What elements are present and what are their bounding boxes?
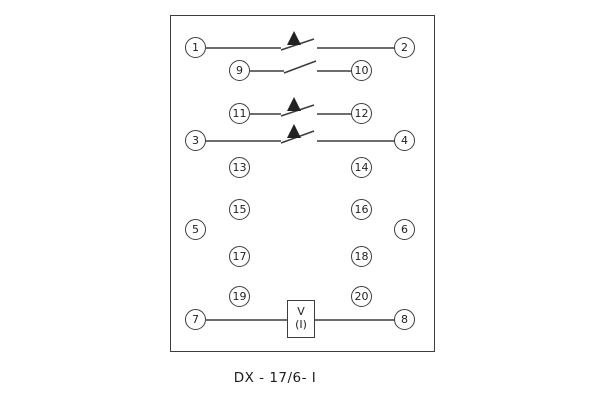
contact-9-10 — [250, 60, 352, 74]
terminal-6: 6 — [394, 219, 415, 240]
contact-1-2 — [206, 31, 395, 51]
terminal-20: 20 — [351, 286, 372, 307]
terminal-18: 18 — [351, 246, 372, 267]
terminal-12: 12 — [351, 103, 372, 124]
voltage-coil-box: V (I) — [287, 300, 315, 338]
terminal-10: 10 — [351, 60, 372, 81]
contact-arrow-icon — [287, 97, 301, 111]
terminal-16: 16 — [351, 199, 372, 220]
terminal-11: 11 — [229, 103, 250, 124]
terminal-19: 19 — [229, 286, 250, 307]
contact-11-12 — [250, 97, 352, 117]
model-caption: DX - 17/6- I — [233, 370, 317, 386]
terminal-13: 13 — [229, 157, 250, 178]
terminal-1: 1 — [185, 37, 206, 58]
contact-arrow-icon — [287, 124, 301, 138]
contact-arrow-icon — [287, 31, 301, 45]
terminal-14: 14 — [351, 157, 372, 178]
terminal-5: 5 — [185, 219, 206, 240]
terminal-15: 15 — [229, 199, 250, 220]
terminal-4: 4 — [394, 130, 415, 151]
terminal-2: 2 — [394, 37, 415, 58]
terminal-3: 3 — [185, 130, 206, 151]
terminal-7: 7 — [185, 309, 206, 330]
terminal-17: 17 — [229, 246, 250, 267]
coil-label-line1: V — [297, 305, 305, 319]
coil-label-line2: (I) — [295, 318, 307, 331]
terminal-8: 8 — [394, 309, 415, 330]
contact-3-4 — [206, 124, 395, 144]
terminal-9: 9 — [229, 60, 250, 81]
relay-outline-box — [170, 15, 435, 352]
